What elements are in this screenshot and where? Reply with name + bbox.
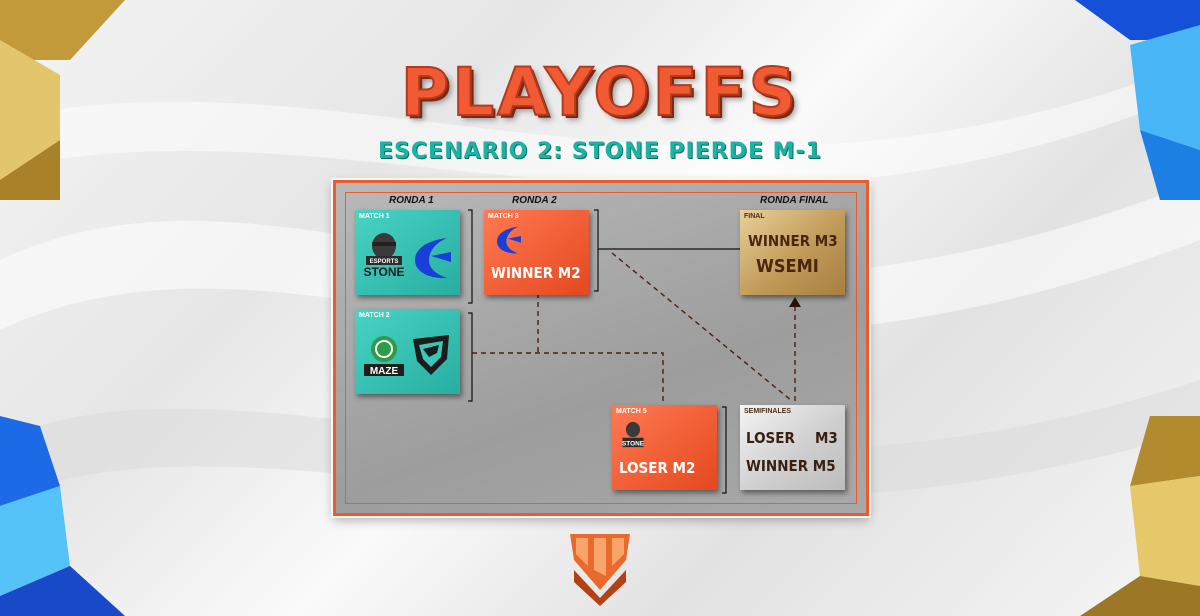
semifinals-label: SEMIFINALES [744,408,792,415]
match-5-card[interactable]: MATCH 5 STONE LOSER M2 [612,405,717,490]
final-card[interactable]: FINAL WINNER M3 WSEMI [740,210,845,295]
maze-logo-icon: MAZE [364,336,404,377]
semifinals-line-1a: LOSER [746,429,795,447]
semifinals-card[interactable]: SEMIFINALES LOSER M3 WINNER M5 [740,405,845,490]
match-3-line: WINNER M2 [491,264,581,282]
maze-logo-text: MAZE [370,366,399,377]
corner-decoration-bottom-right [1080,416,1200,616]
panther-logo-icon [413,335,449,375]
final-line-2: WSEMI [756,256,819,277]
bracket-inner-border [345,192,857,504]
brand-emblem-icon [570,534,630,606]
final-line-1: WINNER M3 [748,232,838,250]
bracket-panel: RONDA 1 RONDA 2 RONDA FINAL MATCH 1 ESPO… [333,180,869,516]
final-label: FINAL [744,213,765,220]
stone-gorilla-logo-icon: STONE [622,421,645,447]
match-3-label: MATCH 3 [488,213,519,220]
round-1-label: RONDA 1 [389,195,434,206]
corner-decoration-bottom-left [0,416,125,616]
crescent-team-logo-icon [415,238,451,279]
match-5-line: LOSER M2 [619,459,696,477]
page-subtitle: ESCENARIO 2: STONE PIERDE M-1 [378,139,822,164]
match-3-card[interactable]: MATCH 3 WINNER M2 [484,210,589,295]
semifinals-line-1b: M3 [815,429,838,447]
match-1-card[interactable]: MATCH 1 ESPORTS STONE [355,210,460,295]
round-2-label: RONDA 2 [512,195,557,206]
semifinals-line-2: WINNER M5 [746,457,836,475]
stone-logo-text: STONE [363,265,404,279]
corner-decoration-top-right [1075,0,1200,200]
match-2-card[interactable]: MATCH 2 MAZE [355,309,460,394]
round-final-label: RONDA FINAL [760,195,829,206]
page-title: PLAYOFFS [400,53,800,132]
arrow-up-icon [789,297,801,307]
bracket-connectors [468,209,801,494]
match-2-label: MATCH 2 [359,312,390,319]
stone-top-text: ESPORTS [370,259,399,265]
corner-decoration-top-left [0,0,125,200]
stone-gorilla-logo-icon: ESPORTS STONE [363,233,405,279]
match-5-logo-text: STONE [622,440,645,447]
crescent-team-logo-icon [497,226,521,254]
match-5-label: MATCH 5 [616,408,647,415]
match-1-label: MATCH 1 [359,213,390,220]
